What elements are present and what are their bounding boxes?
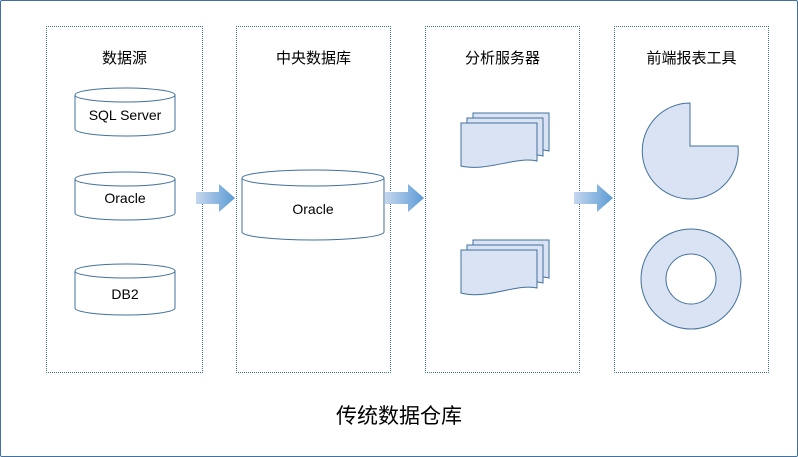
cylinder-icon-db2: DB2 — [74, 263, 176, 316]
flow-arrow-icon-2 — [385, 184, 424, 212]
document-stack-icon-bottom — [460, 239, 550, 296]
document-stack-icon-top — [460, 112, 550, 168]
pie-chart-icon — [641, 102, 739, 200]
flow-arrow-icon-1 — [196, 184, 235, 212]
cylinder-icon-central-oracle: Oracle — [241, 169, 385, 241]
diagram-caption: 传统数据仓库 — [336, 404, 462, 428]
column-title-data-sources: 数据源 — [101, 49, 147, 67]
flow-arrow-icon-3 — [574, 184, 613, 212]
cylinder-icon-sql-server: SQL Server — [74, 87, 176, 137]
node-label-oracle-source: Oracle — [104, 190, 145, 206]
node-label-central-oracle: Oracle — [292, 201, 333, 217]
cylinder-icon-oracle-source: Oracle — [74, 171, 176, 221]
column-title-analysis-server: 分析服务器 — [464, 49, 540, 67]
node-label-sql-server: SQL Server — [89, 107, 162, 123]
column-title-central-database: 中央数据库 — [275, 49, 351, 67]
column-frontend-reporting: 前端报表工具 — [614, 26, 769, 373]
donut-chart-icon — [640, 228, 742, 330]
node-label-db2: DB2 — [111, 286, 138, 302]
column-title-frontend-reporting: 前端报表工具 — [646, 49, 737, 67]
